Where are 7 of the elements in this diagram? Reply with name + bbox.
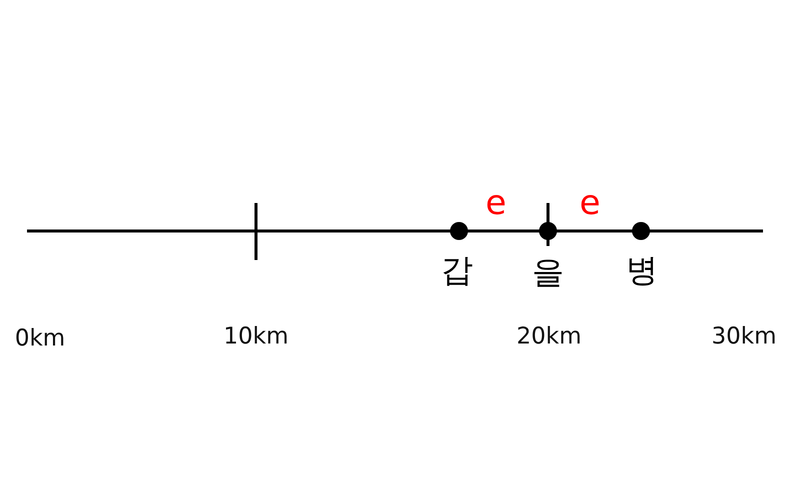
distance-label: 20km — [516, 326, 582, 348]
distance-label: 10km — [224, 326, 288, 348]
point-label: 을 — [532, 256, 564, 288]
point-label: 병 — [626, 254, 658, 286]
distance-label: 0km — [14, 328, 66, 350]
point-label: 갑 — [441, 254, 473, 286]
distance-label: 30km — [712, 326, 776, 348]
